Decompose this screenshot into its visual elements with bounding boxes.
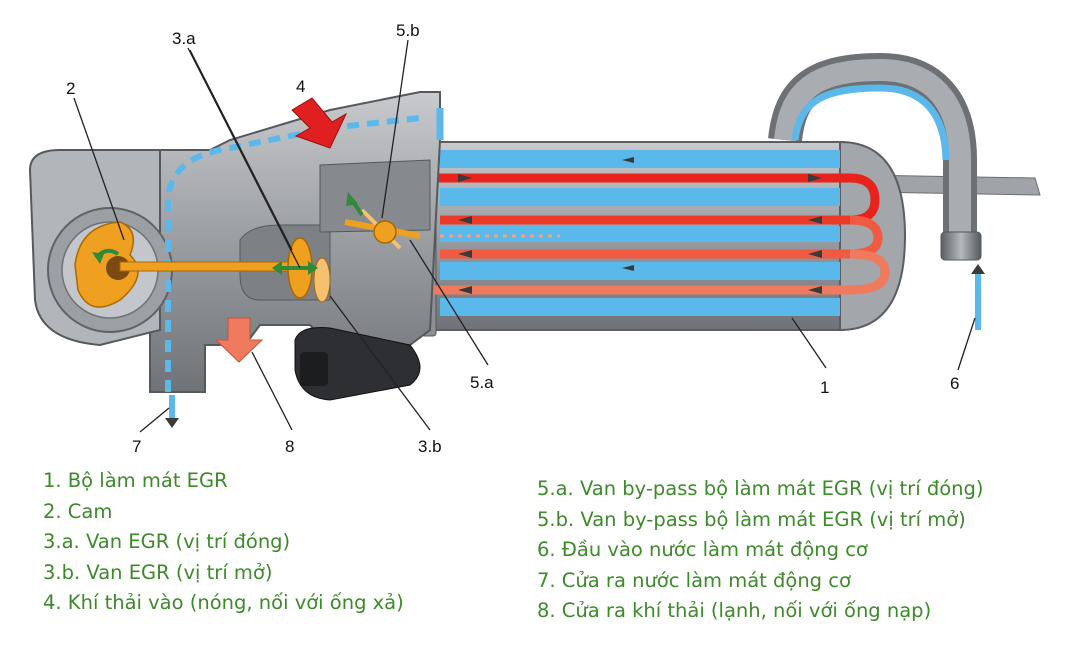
- leader-lines: [73, 39, 976, 433]
- callout-3b: 3.b: [418, 437, 442, 456]
- legend-item-3b: 3.b. Van EGR (vị trí mở): [43, 560, 273, 584]
- legend-right: 5.a. Van by-pass bộ làm mát EGR (vị trí …: [537, 474, 983, 627]
- callout-7: 7: [132, 437, 141, 456]
- legend-item-4: 4. Khí thải vào (nóng, nối với ống xả): [43, 591, 404, 615]
- coolant-inlet-pipe: [768, 52, 982, 261]
- callout-1: 1: [820, 378, 829, 397]
- egr-valve: [119, 237, 331, 303]
- cam: [74, 221, 139, 308]
- legend-item-5a: 5.a. Van by-pass bộ làm mát EGR (vị trí …: [537, 477, 984, 500]
- legend-left: 1. Bộ làm mát EGR 2. Cam 3.a. Van EGR (v…: [43, 466, 404, 619]
- callout-3a: 3.a: [172, 29, 196, 48]
- legend-item-3a: 3.a. Van EGR (vị trí đóng): [43, 530, 291, 554]
- legend-item-1: 1. Bộ làm mát EGR: [43, 469, 228, 492]
- legend-item-7: 7. Cửa ra nước làm mát động cơ: [537, 568, 851, 592]
- bypass-valve: [344, 192, 421, 250]
- exhaust-outlet-arrow: [214, 317, 264, 363]
- exhaust-inlet-arrow: [291, 97, 348, 149]
- callout-5b: 5.b: [396, 21, 420, 40]
- callout-6: 6: [950, 374, 959, 393]
- callout-4: 4: [296, 77, 305, 96]
- callout-2: 2: [66, 79, 75, 98]
- coolant-flow-arrows: [165, 264, 985, 428]
- legend-item-2: 2. Cam: [43, 499, 113, 523]
- egr-cooler-body: [300, 135, 907, 337]
- legend-item-6: 6. Đầu vào nước làm mát động cơ: [537, 538, 868, 562]
- callout-5a: 5.a: [470, 373, 494, 392]
- legend-item-5b: 5.b. Van by-pass bộ làm mát EGR (vị trí …: [537, 507, 966, 531]
- actuator: [294, 327, 421, 401]
- callout-8: 8: [285, 437, 294, 456]
- legend-item-8: 8. Cửa ra khí thải (lạnh, nối với ống nạ…: [537, 599, 932, 623]
- egr-cooler-diagram: 1 2 3.a 3.b 4 5.a 5.b 6 7 8: [28, 21, 1041, 456]
